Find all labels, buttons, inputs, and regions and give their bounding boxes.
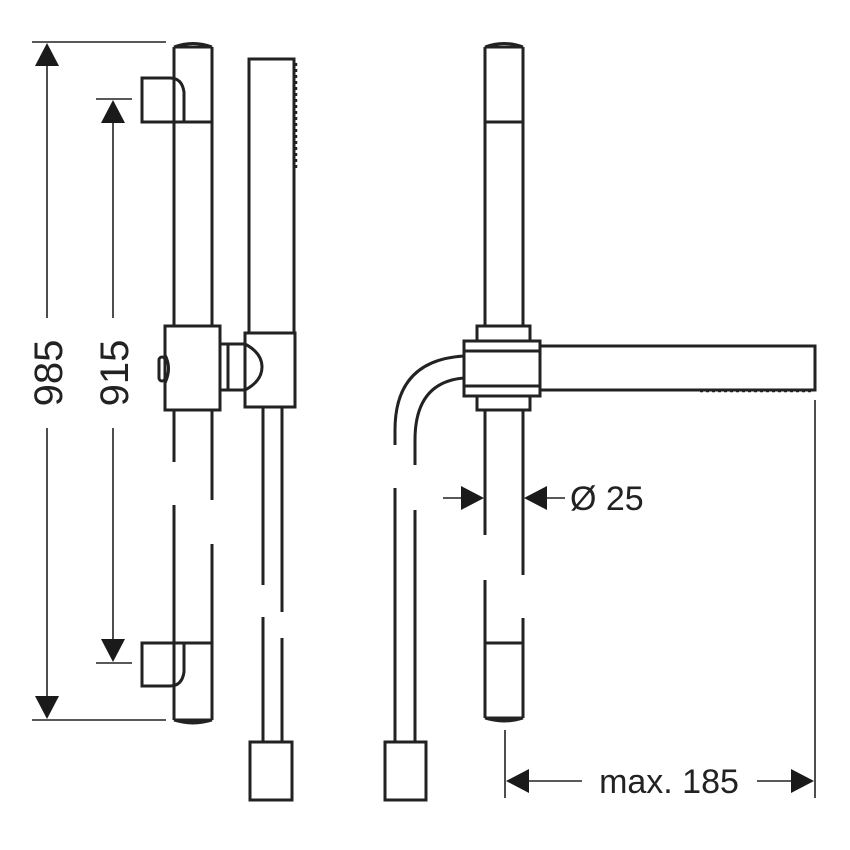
shower-hose-side xyxy=(393,354,465,742)
dimension-diameter: Ø 25 xyxy=(443,480,644,518)
hose-connector-side xyxy=(383,740,428,802)
dimension-label-985: 985 xyxy=(27,340,71,407)
bar-slider-side xyxy=(462,324,542,412)
bottom-wall-bracket xyxy=(140,641,212,688)
side-view: Ø 25 max. 185 xyxy=(383,42,817,802)
dimension-915: 915 xyxy=(93,98,137,664)
dimension-985: 985 xyxy=(27,41,166,721)
hand-shower-side xyxy=(538,344,817,393)
bar-slider xyxy=(157,324,230,412)
wall-bar xyxy=(172,42,214,725)
dimension-projection: max. 185 xyxy=(504,400,816,801)
top-wall-bracket xyxy=(140,76,212,124)
hose-connector-front xyxy=(248,740,294,802)
wall-bar-side xyxy=(483,42,525,723)
dimension-label-projection: max. 185 xyxy=(599,763,739,801)
front-view: 985 915 xyxy=(27,41,298,802)
dimension-label-diameter: Ø 25 xyxy=(570,480,644,518)
dimension-label-915: 915 xyxy=(93,340,137,407)
hand-shower xyxy=(243,57,298,742)
shower-holder xyxy=(226,342,264,392)
